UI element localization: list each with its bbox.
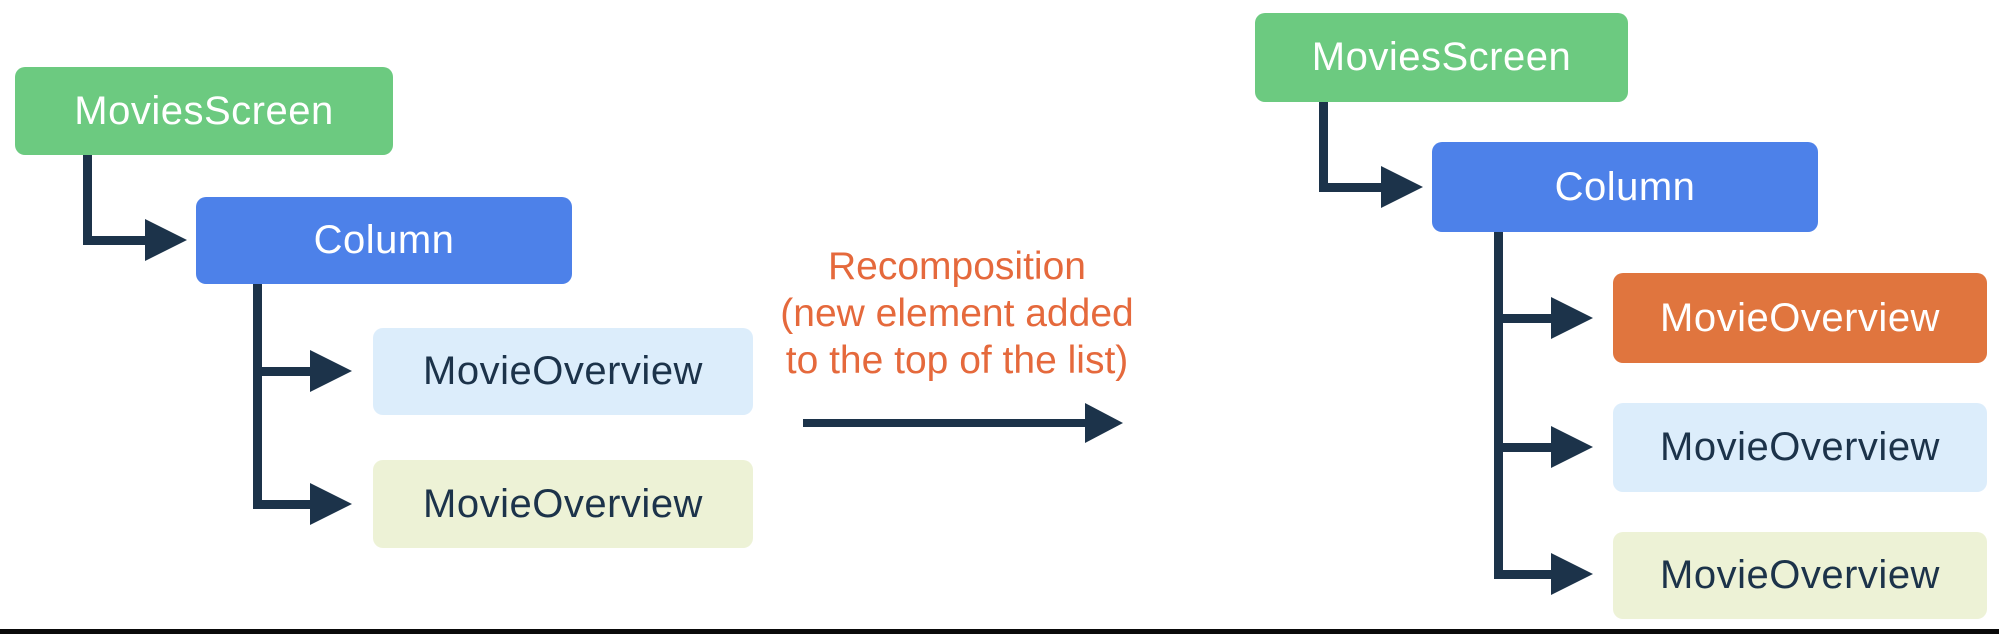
arrow-head-icon — [1381, 166, 1423, 208]
connector-line — [1319, 102, 1328, 192]
connector-line — [1319, 183, 1381, 192]
arrow-head-icon — [145, 219, 187, 261]
connector-line — [1494, 232, 1503, 578]
arrow-head-icon — [1551, 426, 1593, 468]
right-tree-column-node: Column — [1432, 142, 1818, 232]
right-tree-child-node: MovieOverview — [1613, 403, 1987, 492]
connector-line — [253, 500, 310, 509]
connector-line — [1494, 570, 1551, 579]
arrow-head-icon — [1551, 553, 1593, 595]
recomposition-caption: Recomposition (new element added to the … — [747, 243, 1167, 384]
left-tree-root-node: MoviesScreen — [15, 67, 393, 155]
left-tree-child-node: MovieOverview — [373, 328, 753, 415]
left-tree-child-node: MovieOverview — [373, 460, 753, 548]
arrow-head-icon — [310, 483, 352, 525]
caption-line: Recomposition — [828, 245, 1086, 288]
right-tree-child-node-new: MovieOverview — [1613, 273, 1987, 363]
connector-line — [1494, 443, 1551, 452]
connector-line — [1494, 314, 1551, 323]
connector-line — [83, 236, 145, 245]
left-tree-column-node: Column — [196, 197, 572, 284]
right-tree-child-node: MovieOverview — [1613, 532, 1987, 619]
connector-line — [253, 367, 310, 376]
arrow-head-icon — [310, 350, 352, 392]
arrow-head-icon — [1551, 297, 1593, 339]
right-tree-root-node: MoviesScreen — [1255, 13, 1628, 102]
caption-line: to the top of the list) — [785, 339, 1129, 382]
connector-line — [253, 284, 262, 509]
arrow-head-icon — [1085, 403, 1123, 443]
bottom-divider — [0, 629, 1999, 634]
connector-line — [83, 155, 92, 245]
caption-line: (new element added — [780, 292, 1134, 335]
recomposition-arrow — [803, 419, 1085, 427]
